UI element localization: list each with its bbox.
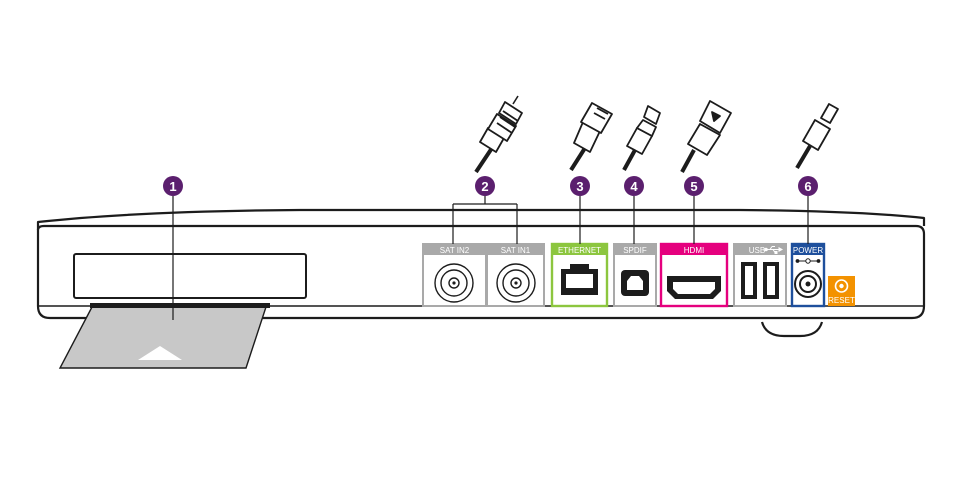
callout-5-number: 5 [690,179,697,194]
callout-5: 5 [684,176,704,196]
callout-6: 6 [798,176,818,196]
callout-leaders [172,195,809,320]
reset-label: RESET [828,296,855,305]
port-ethernet: ETHERNET [550,242,609,308]
callout-2-number: 2 [481,179,488,194]
port-label-sat2: SAT IN2 [440,246,470,255]
callout-3-number: 3 [576,179,583,194]
hdmi-cable-icon [680,100,732,173]
usb-symbol-icon [764,246,784,254]
port-label-sat1: SAT IN1 [501,246,531,255]
port-sat-in1: SAT IN1 [486,243,545,307]
port-label-power: POWER [793,246,823,255]
reset-button: RESET [828,276,855,306]
up-triangle-icon [138,346,182,360]
device-foot [760,321,824,338]
callout-6-number: 6 [804,179,811,194]
port-spdif: SPDIF [613,243,657,307]
callout-1: 1 [163,176,183,196]
callout-4: 4 [624,176,644,196]
leader-2 [452,195,518,244]
polarity-icon [795,258,821,264]
coax-cable-icon [474,95,523,174]
port-label-ethernet: ETHERNET [558,246,601,255]
port-label-usb: USB [749,246,765,255]
optical-cable-icon [622,105,661,171]
callout-2: 2 [475,176,495,196]
callout-1-number: 1 [169,179,176,194]
port-power: POWER [790,242,826,308]
port-hdmi: HDMI [659,242,729,308]
port-usb: USB [733,243,787,307]
card-slot [73,253,307,299]
callout-4-number: 4 [630,179,638,194]
port-label-spdif: SPDIF [623,246,647,255]
port-label-hdmi: HDMI [684,246,704,255]
smart-card [58,303,270,369]
callout-3: 3 [570,176,590,196]
port-sat-in2: SAT IN2 [422,243,487,307]
power-cable-icon [795,103,839,170]
ethernet-cable-icon [569,102,613,172]
